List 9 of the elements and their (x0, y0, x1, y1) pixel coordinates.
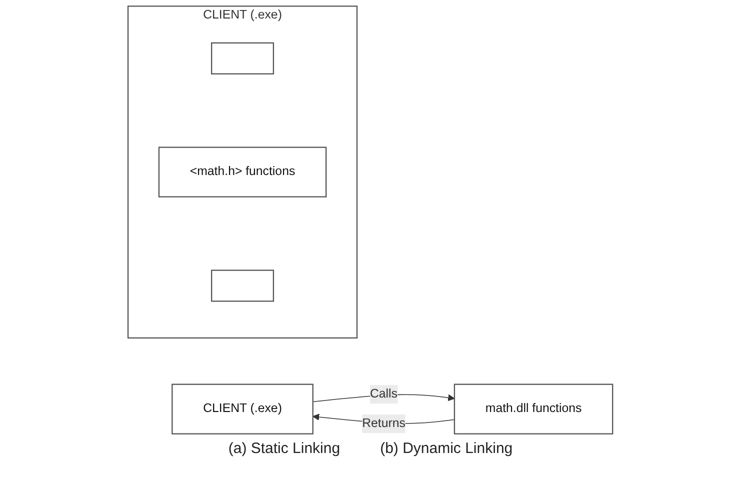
node-box (211, 270, 274, 302)
edge-label: Calls (370, 387, 398, 401)
figure-caption: (b) Dynamic Linking (380, 440, 513, 457)
edge-label: Returns (362, 416, 406, 430)
node-box: <math.h> functions (158, 146, 327, 198)
node-box (211, 42, 274, 74)
node-box: CLIENT (.exe) (172, 384, 314, 434)
figure-caption: (a) Static Linking (228, 440, 340, 457)
node-box: math.dll functions (454, 384, 614, 434)
